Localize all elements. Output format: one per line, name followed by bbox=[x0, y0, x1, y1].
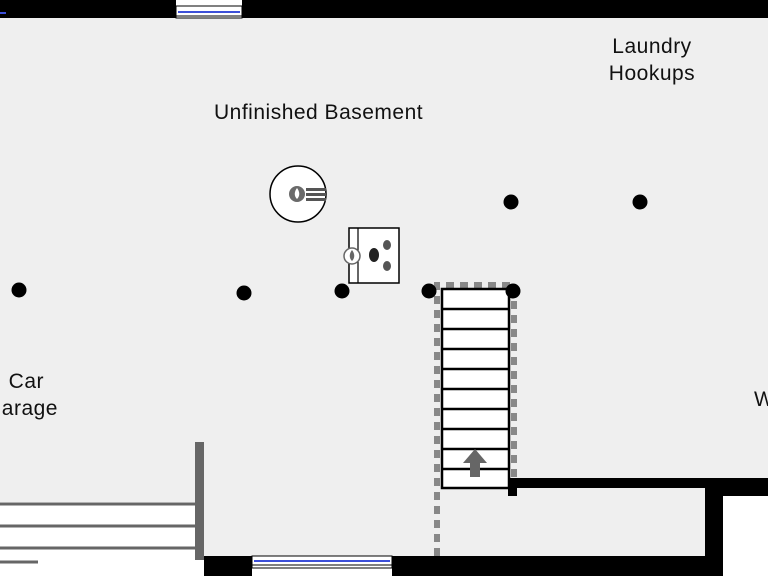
garage-label-line1: Car bbox=[8, 370, 44, 393]
floor-area bbox=[0, 18, 768, 556]
stair-up-arrow-icon bbox=[463, 449, 487, 477]
bottom-wall-right bbox=[392, 556, 723, 576]
top-wall-right bbox=[242, 0, 768, 18]
laundry-label-line1: Laundry bbox=[612, 35, 692, 58]
support-column bbox=[505, 283, 521, 299]
bottom-window bbox=[251, 555, 393, 569]
right-lower-wall bbox=[705, 478, 723, 576]
water-heater-icon bbox=[269, 165, 327, 223]
laundry-label-line2: Hookups bbox=[608, 62, 696, 85]
laundry-hookups-label: Laundry Hookups bbox=[598, 33, 706, 87]
inner-horizontal-wall bbox=[511, 478, 711, 488]
top-window bbox=[175, 5, 243, 19]
furnace-icon bbox=[343, 227, 400, 284]
top-wall-left bbox=[0, 0, 176, 18]
bottom-wall-left bbox=[204, 556, 252, 576]
garage-label: Car arage bbox=[0, 368, 58, 422]
support-column bbox=[11, 282, 27, 298]
stair-dashed-outline bbox=[434, 282, 517, 556]
support-column bbox=[503, 194, 519, 210]
unfinished-basement-label: Unfinished Basement bbox=[214, 101, 424, 124]
stair-side-wall bbox=[508, 478, 517, 496]
garage-label-line2: arage bbox=[1, 397, 58, 420]
support-column bbox=[632, 194, 648, 210]
right-room-label: W bbox=[754, 388, 768, 411]
garage-partition bbox=[0, 442, 204, 564]
support-column bbox=[236, 285, 252, 301]
support-column bbox=[421, 283, 437, 299]
support-column bbox=[334, 283, 350, 299]
right-white-area bbox=[723, 496, 768, 576]
